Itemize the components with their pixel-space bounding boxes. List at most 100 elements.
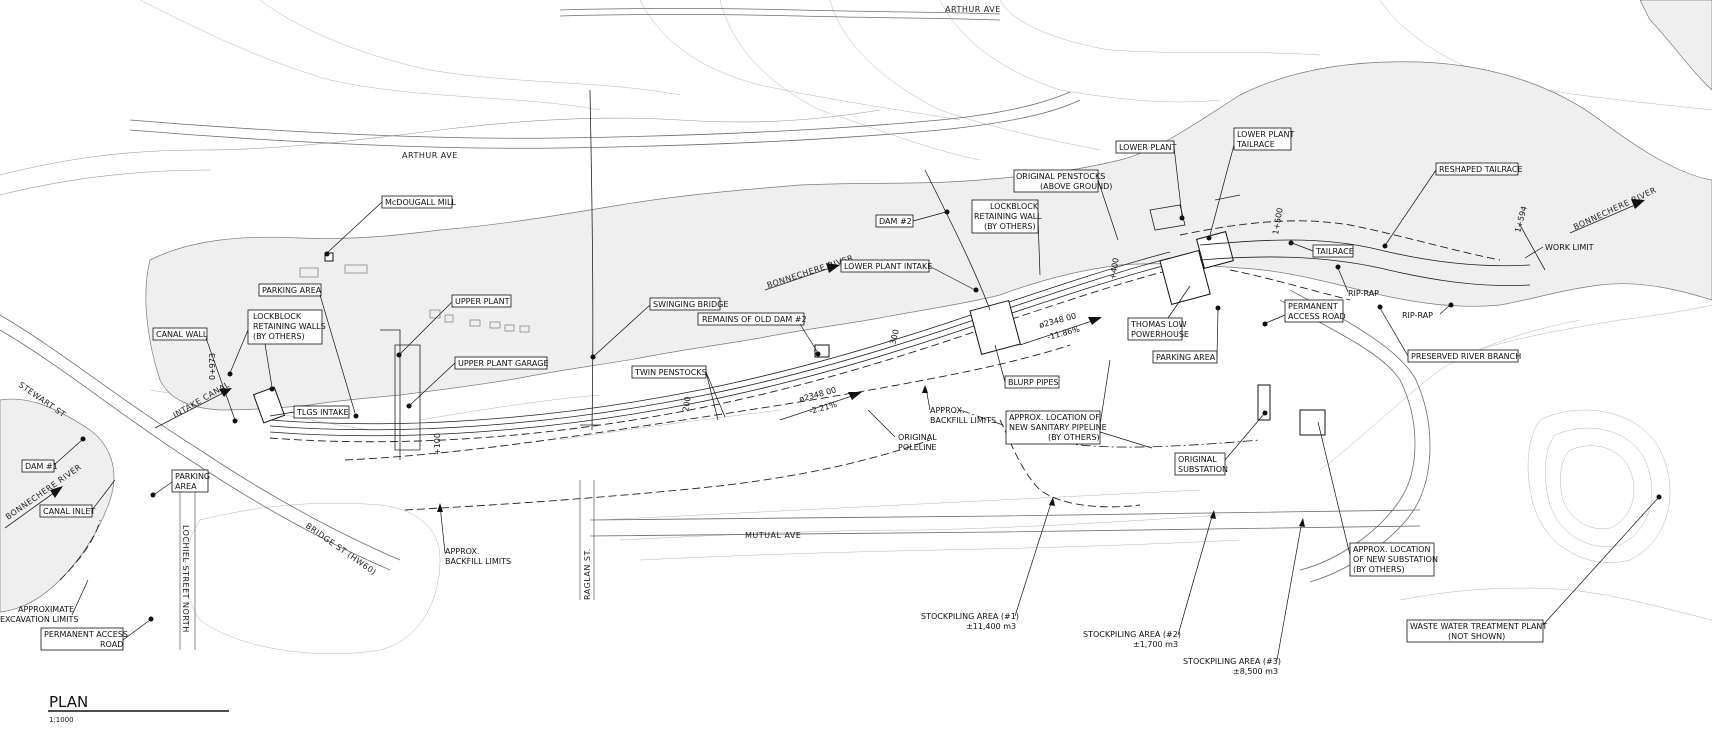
river-arrow-downstream xyxy=(1569,199,1645,234)
svg-text:(ABOVE GROUND): (ABOVE GROUND) xyxy=(1040,182,1112,191)
tailrace-lines xyxy=(1199,224,1546,287)
svg-text:STOCKPILING AREA (#1): STOCKPILING AREA (#1) xyxy=(921,612,1019,621)
callout-remains-old-dam: REMAINS OF OLD DAM #2 xyxy=(697,312,821,357)
svg-text:RIP-RAP: RIP-RAP xyxy=(1402,311,1433,320)
svg-text:ACCESS ROAD: ACCESS ROAD xyxy=(1288,312,1346,321)
callout-stockpile-3: STOCKPILING AREA (#3) ±8,500 m3 xyxy=(1183,518,1305,676)
svg-text:CANAL INLET: CANAL INLET xyxy=(43,507,95,516)
callout-approx-backfill-mid: APPROX. BACKFILL LIMITS xyxy=(922,385,996,425)
svg-text:UPPER PLANT GARAGE: UPPER PLANT GARAGE xyxy=(458,359,549,368)
station-100: +100 xyxy=(433,433,442,455)
pipe-arrowhead-lower xyxy=(1088,317,1102,325)
callout-parking-area-right: PARKING AREA xyxy=(1152,305,1221,364)
svg-text:PARKING: PARKING xyxy=(175,472,210,481)
pipe-slope-lower: -11.86% xyxy=(1046,324,1081,341)
station-300: 300 xyxy=(888,328,901,345)
work-limits xyxy=(59,220,1501,581)
callout-twin-penstocks: TWIN PENSTOCKS xyxy=(631,365,726,421)
svg-text:DAM #1: DAM #1 xyxy=(25,462,58,471)
svg-text:APPROX. LOCATION OF: APPROX. LOCATION OF xyxy=(1009,413,1100,422)
svg-text:±11,400 m3: ±11,400 m3 xyxy=(966,622,1016,631)
callout-lockblock-walls: LOCKBLOCK RETAINING WALLS (BY OTHERS) xyxy=(227,309,326,392)
pipe-arrowhead-upper xyxy=(848,392,862,400)
svg-text:OF NEW SUBSTATION: OF NEW SUBSTATION xyxy=(1353,555,1438,564)
svg-text:±8,500 m3: ±8,500 m3 xyxy=(1233,667,1278,676)
river-arrow-upstream xyxy=(4,486,63,529)
svg-text:TAILRACE: TAILRACE xyxy=(1315,247,1354,256)
station-200: 200 xyxy=(681,396,693,413)
svg-text:(BY OTHERS): (BY OTHERS) xyxy=(253,332,305,341)
svg-text:McDOUGALL MILL: McDOUGALL MILL xyxy=(385,198,456,207)
river-water xyxy=(0,0,1712,613)
svg-text:SWINGING BRIDGE: SWINGING BRIDGE xyxy=(653,300,728,309)
callout-stockpile-1: STOCKPILING AREA (#1) ±11,400 m3 xyxy=(921,497,1055,631)
svg-text:APPROX.: APPROX. xyxy=(930,406,965,415)
callout-rip-rap-1: RIP-RAP xyxy=(1335,264,1379,298)
svg-text:NEW SANITARY PIPELINE: NEW SANITARY PIPELINE xyxy=(1009,423,1107,432)
station-0-973: 0+973 xyxy=(208,353,217,380)
svg-text:(BY OTHERS): (BY OTHERS) xyxy=(1353,565,1405,574)
street-arthur-ave-top: ARTHUR AVE xyxy=(945,5,1001,14)
swinging-bridge-line xyxy=(580,89,600,431)
callout-parking-area-left: PARKING AREA xyxy=(150,469,210,498)
street-raglan: RAGLAN ST. xyxy=(583,548,592,600)
callout-preserved-river-branch: PRESERVED RIVER BRANCH xyxy=(1377,304,1521,363)
street-mutual-ave: MUTUAL AVE xyxy=(745,531,801,540)
callout-lower-plant-intake: LOWER PLANT INTAKE xyxy=(840,259,979,293)
callout-approx-backfill-bottom: APPROX. BACKFILL LIMITS xyxy=(437,503,511,566)
svg-text:RESHAPED TAILRACE: RESHAPED TAILRACE xyxy=(1439,165,1523,174)
svg-text:(NOT SHOWN): (NOT SHOWN) xyxy=(1448,632,1505,641)
svg-text:DAM #2: DAM #2 xyxy=(879,217,912,226)
drawing-scale: 1:1000 xyxy=(49,716,74,724)
svg-text:ORIGINAL: ORIGINAL xyxy=(1178,455,1217,464)
callout-permanent-access-left: PERMANENT ACCESS ROAD xyxy=(40,616,154,651)
callout-canal-inlet: CANAL INLET xyxy=(39,479,116,518)
svg-text:TLGS INTAKE: TLGS INTAKE xyxy=(296,408,349,417)
river-arrow-mid xyxy=(764,263,840,291)
callout-wastewater: WASTE WATER TREATMENT PLANT (NOT SHOWN) xyxy=(1406,494,1662,643)
svg-text:PRESERVED RIVER BRANCH: PRESERVED RIVER BRANCH xyxy=(1411,352,1521,361)
callout-permanent-access-right: PERMANENT ACCESS ROAD xyxy=(1262,299,1346,327)
callout-reshaped-tailrace: RESHAPED TAILRACE xyxy=(1382,162,1523,249)
pipe-arrow-lower xyxy=(1019,319,1096,346)
svg-text:LOWER PLANT: LOWER PLANT xyxy=(1119,143,1176,152)
svg-text:PERMANENT ACCESS: PERMANENT ACCESS xyxy=(44,630,128,639)
street-lochiel: LOCHIEL STREET NORTH xyxy=(181,525,190,633)
svg-text:STOCKPILING AREA (#3): STOCKPILING AREA (#3) xyxy=(1183,657,1281,666)
callout-stockpile-2: STOCKPILING AREA (#2) ±1,700 m3 xyxy=(1083,510,1216,649)
svg-text:EXCAVATION LIMITS: EXCAVATION LIMITS xyxy=(0,615,78,624)
svg-text:PARKING AREA: PARKING AREA xyxy=(262,286,322,295)
drawing-title: PLAN xyxy=(49,693,88,711)
svg-text:TWIN PENSTOCKS: TWIN PENSTOCKS xyxy=(634,368,707,377)
svg-text:POWERHOUSE: POWERHOUSE xyxy=(1131,330,1189,339)
svg-text:BACKFILL LIMITS: BACKFILL LIMITS xyxy=(930,416,996,425)
svg-text:PARKING AREA: PARKING AREA xyxy=(1156,353,1216,362)
callout-tailrace: TAILRACE xyxy=(1288,240,1354,258)
svg-text:RIP-RAP: RIP-RAP xyxy=(1348,289,1379,298)
svg-text:CANAL WALL: CANAL WALL xyxy=(156,330,208,339)
callout-lower-plant: LOWER PLANT xyxy=(1115,140,1185,221)
svg-text:LOCKBLOCK: LOCKBLOCK xyxy=(990,202,1039,211)
svg-text:ORIGINAL PENSTOCKS: ORIGINAL PENSTOCKS xyxy=(1016,172,1105,181)
dam-2-line xyxy=(924,169,991,311)
svg-text:±1,700 m3: ±1,700 m3 xyxy=(1133,640,1178,649)
callout-original-poleline: ORIGINAL POLELINE xyxy=(867,409,937,452)
penstock-alignment xyxy=(269,251,1171,443)
callout-original-penstocks: ORIGINAL PENSTOCKS (ABOVE GROUND) xyxy=(1013,169,1119,241)
svg-text:LOWER PLANT: LOWER PLANT xyxy=(1237,130,1294,139)
callout-sanitary-pipeline: APPROX. LOCATION OF NEW SANITARY PIPELIN… xyxy=(1005,359,1153,449)
svg-text:TAILRACE: TAILRACE xyxy=(1236,140,1275,149)
pipe-arrow-upper xyxy=(779,394,856,421)
callout-lockblock-wall: LOCKBLOCK RETAINING WALL (BY OTHERS) xyxy=(971,199,1042,276)
svg-text:UPPER PLANT: UPPER PLANT xyxy=(455,297,510,306)
callout-canal-wall: CANAL WALL xyxy=(152,327,238,424)
svg-text:BLURP PIPES: BLURP PIPES xyxy=(1008,378,1058,387)
callout-approx-excavation: APPROXIMATE EXCAVATION LIMITS xyxy=(0,579,89,624)
callout-work-limit: WORK LIMIT xyxy=(1524,243,1594,259)
callout-upper-plant-garage: UPPER PLANT GARAGE xyxy=(406,356,549,409)
callout-thomas-low-powerhouse: THOMAS LOW POWERHOUSE xyxy=(1127,285,1191,341)
svg-text:ORIGINAL: ORIGINAL xyxy=(898,433,937,442)
callout-upper-plant: UPPER PLANT xyxy=(396,294,512,358)
svg-text:RETAINING WALLS: RETAINING WALLS xyxy=(253,322,326,331)
svg-text:THOMAS LOW: THOMAS LOW xyxy=(1130,320,1187,329)
